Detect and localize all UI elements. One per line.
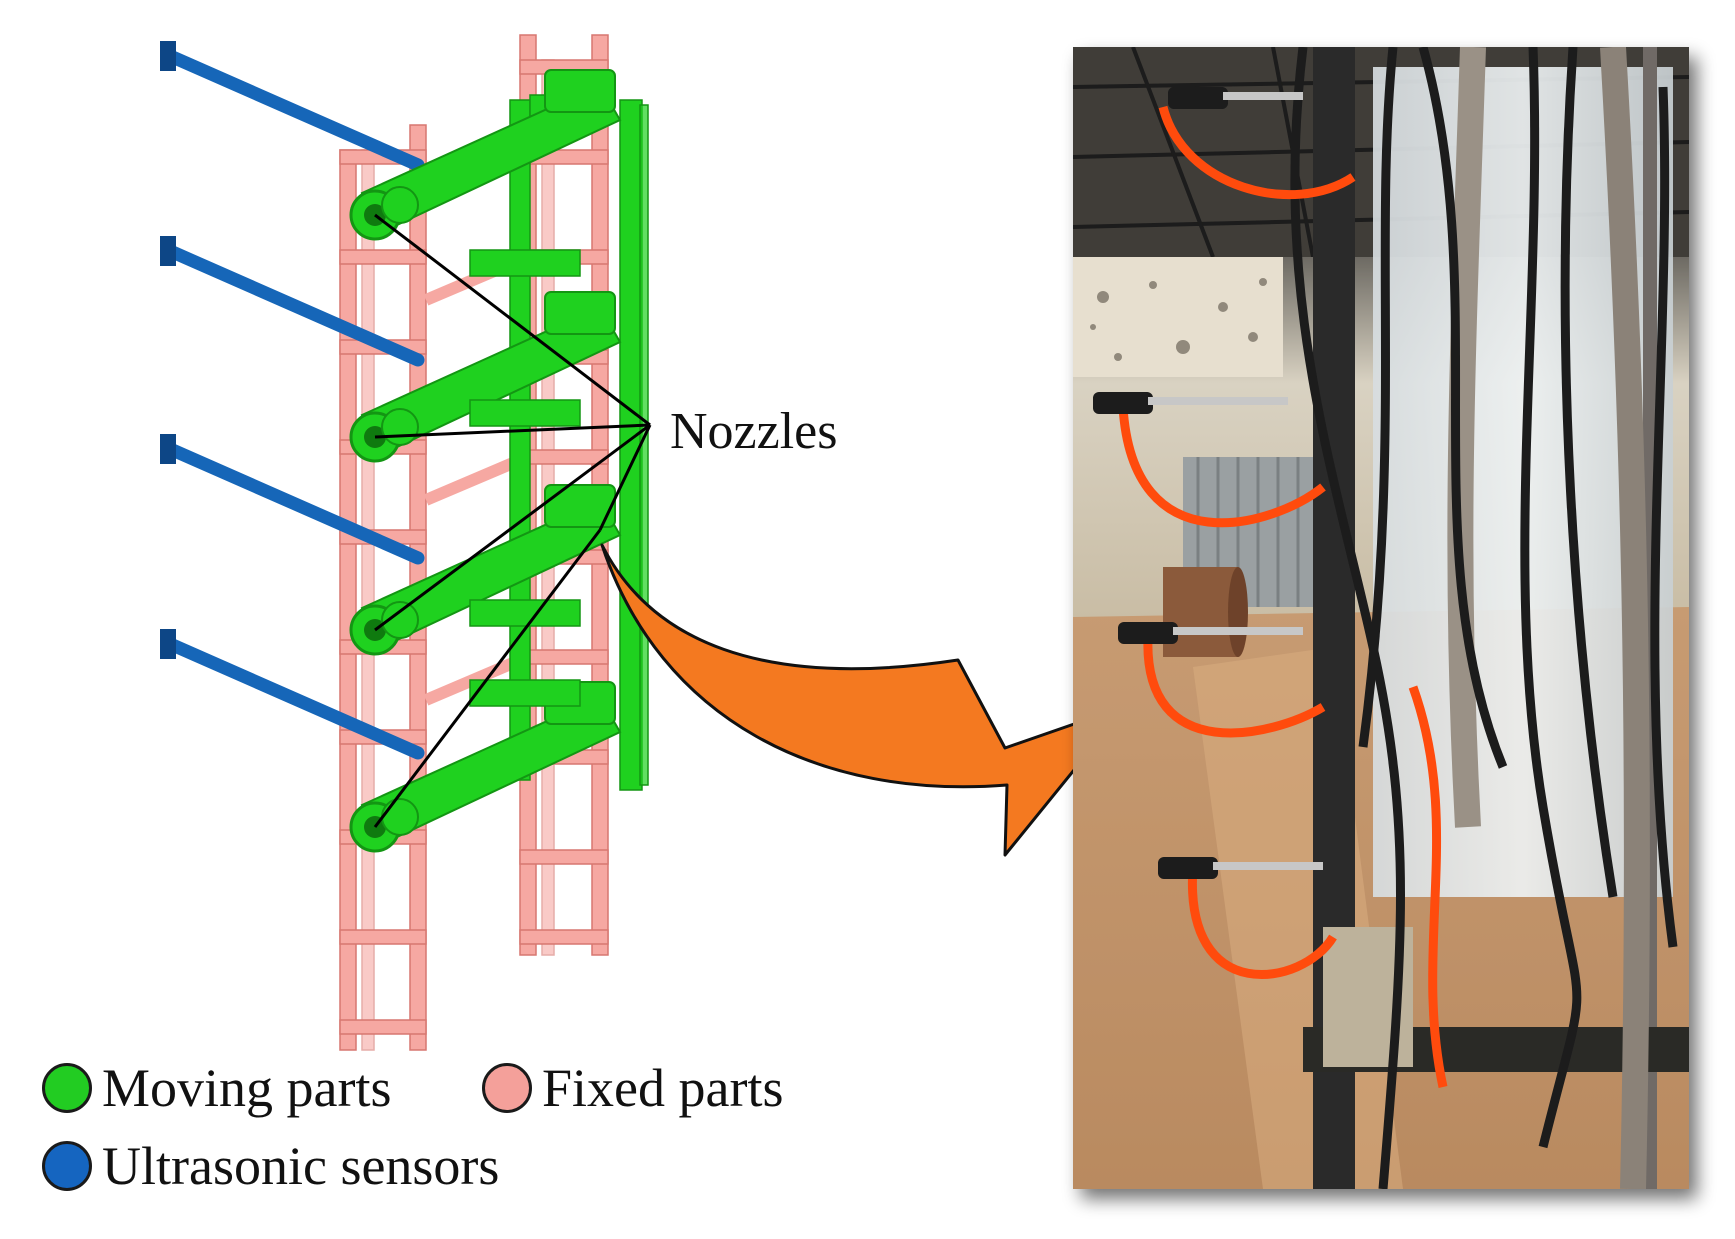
frame-brace xyxy=(423,454,523,506)
ultrasonic-sensor-bar xyxy=(161,48,425,172)
ultrasonic-sensors-swatch xyxy=(42,1141,92,1191)
ultrasonic-sensor-head xyxy=(160,236,176,266)
legend-fixed-parts: Fixed parts xyxy=(482,1057,783,1119)
ultrasonic-sensor-head xyxy=(160,434,176,464)
orange-arrow xyxy=(600,543,1128,857)
ultrasonic-sensor-bar xyxy=(161,243,425,367)
right-ladder-rung xyxy=(519,849,609,865)
legend-moving-parts: Moving parts xyxy=(42,1057,392,1119)
left-ladder-rung xyxy=(339,1019,427,1035)
nozzles-label: Nozzles xyxy=(670,403,837,460)
left-ladder-rung xyxy=(339,929,427,945)
right-ladder-rung xyxy=(519,649,609,665)
right-ladder-rung xyxy=(519,449,609,465)
moving-bracket xyxy=(469,599,581,627)
ultrasonic-sensor-head xyxy=(160,629,176,659)
right-ladder-rung xyxy=(519,929,609,945)
moving-parts-swatch xyxy=(42,1063,92,1113)
fixed-parts-swatch xyxy=(482,1063,532,1113)
fixed-parts-legend-label: Fixed parts xyxy=(542,1058,784,1118)
ultrasonic-sensors-legend-label: Ultrasonic sensors xyxy=(102,1136,500,1196)
nozzle-actuator xyxy=(349,681,622,853)
rig-photograph xyxy=(1073,47,1689,1189)
nozzle-actuator xyxy=(349,484,622,656)
left-ladder-rung xyxy=(339,249,427,265)
moving-bracket xyxy=(469,679,581,707)
cad-model: Nozzles xyxy=(160,34,837,1051)
nozzles-callout-lines xyxy=(373,213,652,828)
legend-ultrasonic-sensors: Ultrasonic sensors xyxy=(42,1135,499,1197)
ultrasonic-sensor-bar xyxy=(161,441,425,565)
moving-parts-legend-label: Moving parts xyxy=(102,1058,392,1118)
ultrasonic-sensors xyxy=(160,41,425,760)
ultrasonic-sensor-bar xyxy=(161,636,425,760)
moving-bracket xyxy=(469,399,581,427)
moving-bracket xyxy=(469,249,581,277)
ultrasonic-sensor-head xyxy=(160,41,176,71)
